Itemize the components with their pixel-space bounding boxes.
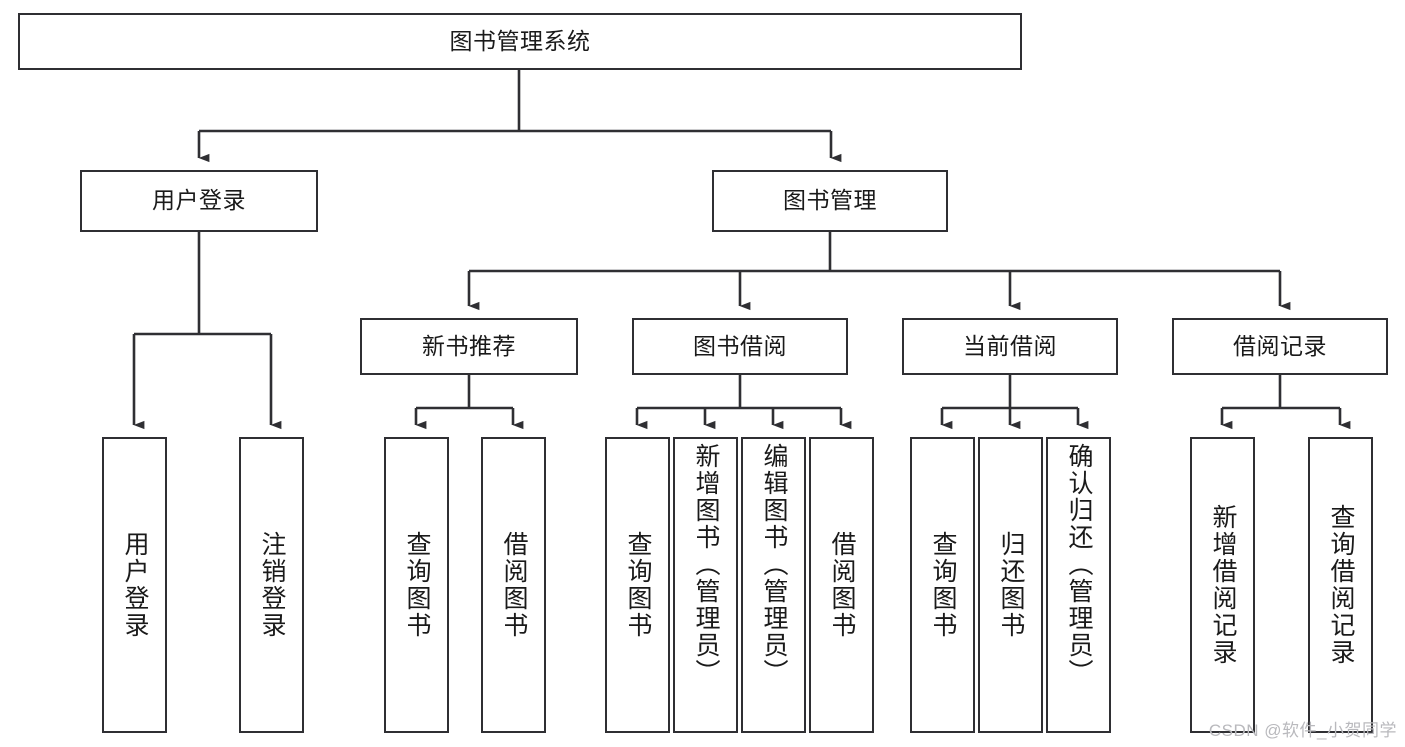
node-borrow-record-label: 借阅记录 — [1233, 332, 1327, 359]
leaf-borrow-record-query-record[interactable]: 查询借阅记录 — [1308, 437, 1373, 733]
leaf-label: 借阅图书 — [828, 531, 856, 639]
leaf-book-borrow-add-book-admin[interactable]: 新增图书（管理员） — [673, 437, 738, 733]
node-new-book-recommend[interactable]: 新书推荐 — [360, 318, 578, 375]
node-book-borrow[interactable]: 图书借阅 — [632, 318, 848, 375]
node-borrow-record[interactable]: 借阅记录 — [1172, 318, 1388, 375]
leaf-current-borrow-query-book[interactable]: 查询图书 — [910, 437, 975, 733]
leaf-book-borrow-query-book[interactable]: 查询图书 — [605, 437, 670, 733]
node-book-management[interactable]: 图书管理 — [712, 170, 948, 232]
leaf-current-borrow-return-book[interactable]: 归还图书 — [978, 437, 1043, 733]
node-current-borrow-label: 当前借阅 — [963, 332, 1057, 359]
leaf-user-login-login[interactable]: 用户登录 — [102, 437, 167, 733]
leaf-new-book-borrow-book[interactable]: 借阅图书 — [481, 437, 546, 733]
leaf-book-borrow-borrow-book[interactable]: 借阅图书 — [809, 437, 874, 733]
node-new-book-recommend-label: 新书推荐 — [422, 332, 516, 359]
leaf-label: 查询借阅记录 — [1327, 504, 1355, 666]
leaf-label: 新增图书（管理员） — [692, 443, 720, 686]
leaf-label: 确认归还（管理员） — [1065, 443, 1093, 686]
node-user-login[interactable]: 用户登录 — [80, 170, 318, 232]
leaf-current-borrow-confirm-return-admin[interactable]: 确认归还（管理员） — [1046, 437, 1111, 733]
leaf-label: 归还图书 — [997, 531, 1025, 639]
leaf-label: 用户登录 — [121, 531, 149, 639]
watermark-text: CSDN @软件_小贺同学 — [1208, 721, 1397, 740]
leaf-label: 新增借阅记录 — [1209, 504, 1237, 666]
leaf-book-borrow-edit-book-admin[interactable]: 编辑图书（管理员） — [741, 437, 806, 733]
leaf-borrow-record-add-record[interactable]: 新增借阅记录 — [1190, 437, 1255, 733]
node-root-book-management-system[interactable]: 图书管理系统 — [18, 13, 1022, 70]
leaf-label: 查询图书 — [929, 531, 957, 639]
node-root-label: 图书管理系统 — [449, 27, 591, 54]
node-book-management-label: 图书管理 — [783, 187, 877, 214]
leaf-label: 注销登录 — [258, 531, 286, 639]
node-current-borrow[interactable]: 当前借阅 — [902, 318, 1118, 375]
node-book-borrow-label: 图书借阅 — [693, 332, 787, 359]
leaf-label: 查询图书 — [403, 531, 431, 639]
node-user-login-label: 用户登录 — [152, 187, 246, 214]
leaf-label: 借阅图书 — [500, 531, 528, 639]
leaf-user-login-logout[interactable]: 注销登录 — [239, 437, 304, 733]
leaf-new-book-query-book[interactable]: 查询图书 — [384, 437, 449, 733]
leaf-label: 编辑图书（管理员） — [760, 443, 788, 686]
leaf-label: 查询图书 — [624, 531, 652, 639]
